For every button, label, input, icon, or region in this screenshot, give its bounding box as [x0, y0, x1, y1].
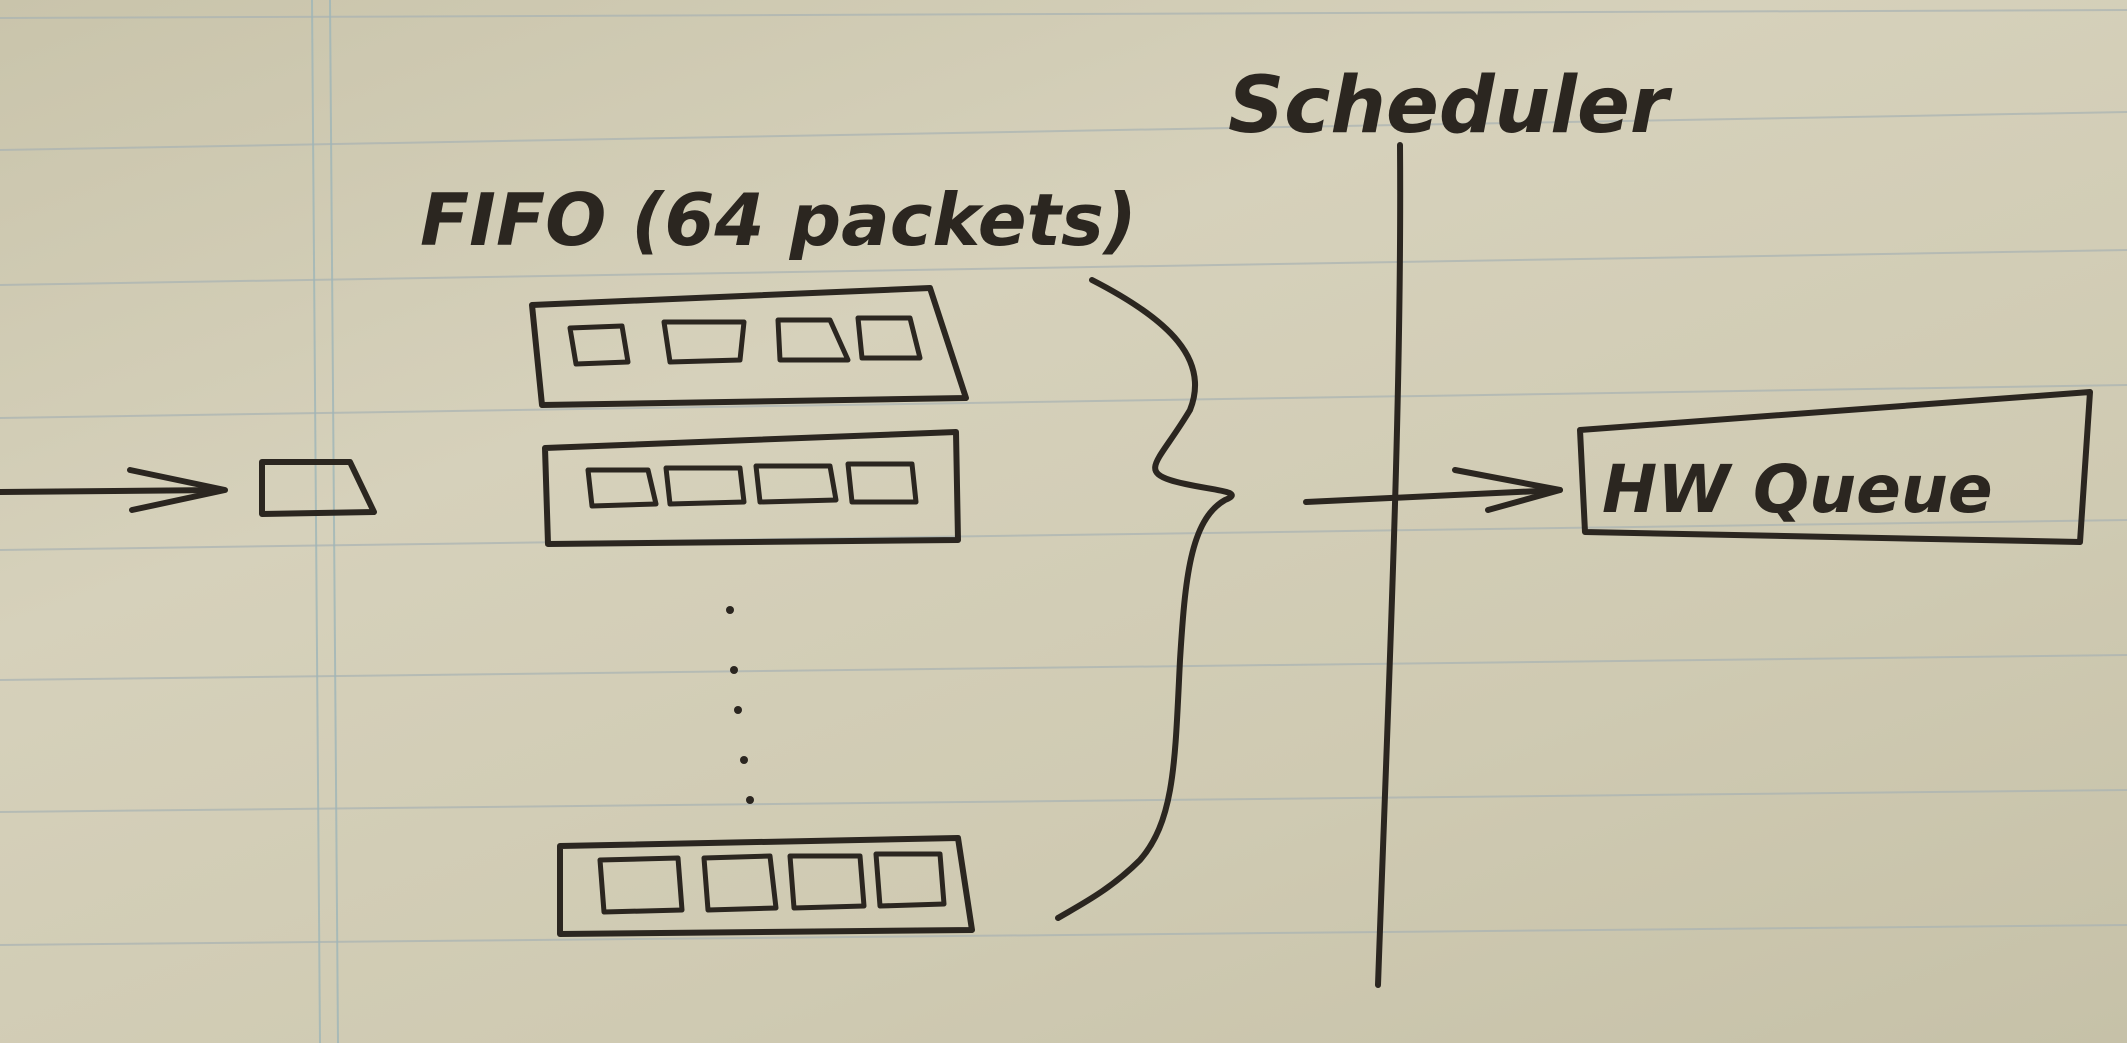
fifo-label: FIFO (64 packets) — [420, 178, 1137, 262]
ellipsis-dots — [726, 606, 754, 804]
ruled-lines — [0, 9, 2127, 946]
scheduler-label: Scheduler — [1228, 61, 1673, 151]
margin-lines — [311, 0, 339, 1043]
to-hw-arrow — [1303, 467, 1563, 513]
scheduler-divider — [1375, 142, 1404, 988]
hw-queue-label: HW Queue — [1602, 451, 1993, 528]
fifo-queue-2 — [542, 429, 961, 547]
incoming-packet — [259, 459, 377, 517]
curly-brace — [1055, 277, 1235, 921]
fifo-queue-3 — [557, 835, 975, 937]
hw-queue-box — [1577, 389, 2093, 545]
fifo-queue-1 — [529, 285, 969, 408]
incoming-arrow — [0, 467, 228, 513]
